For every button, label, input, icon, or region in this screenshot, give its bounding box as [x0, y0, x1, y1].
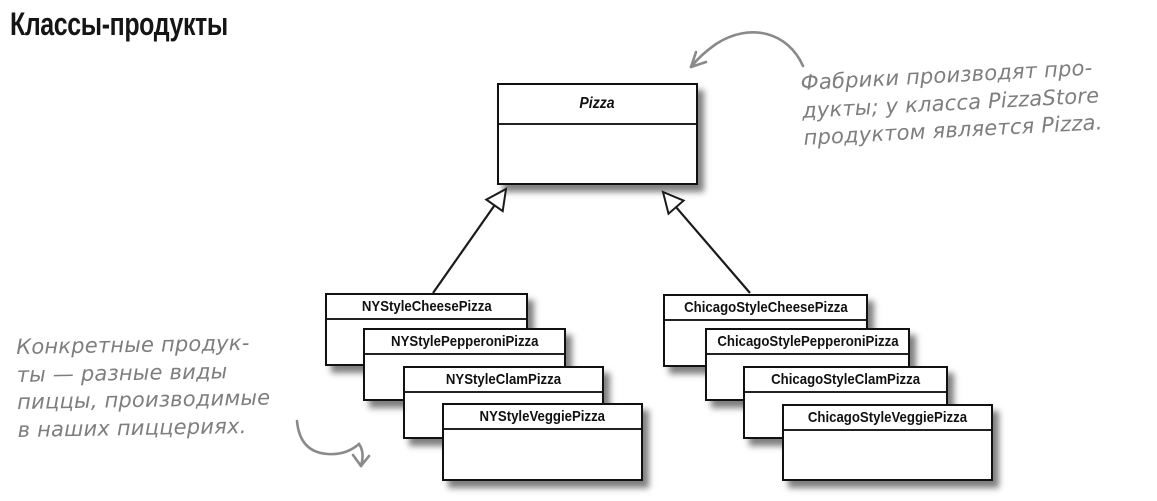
inheritance-line-right: [675, 206, 751, 294]
class-name-chicagostylecheesepizza: ChicagoStyleCheesePizza: [683, 299, 848, 316]
class-name-nystyleveggiepizza: NYStyleVeggiePizza: [479, 408, 606, 425]
page-title: Классы-продукты: [10, 6, 228, 42]
note-arrow-right-head-icon: [689, 50, 708, 69]
inheritance-arrowhead-left-icon: [484, 187, 508, 213]
class-box-pizza-body: [499, 125, 696, 183]
class-box-pizza: Pizza: [497, 83, 698, 185]
class-box-chicagostyleveggiepizza: ChicagoStyleVeggiePizza: [782, 404, 993, 481]
class-box-pizza-header: Pizza: [499, 85, 696, 125]
class-name-pizza: Pizza: [579, 95, 616, 112]
class-box-nystyleveggiepizza: NYStyleVeggiePizza: [442, 403, 643, 481]
inheritance-line-left: [432, 204, 496, 294]
class-name-nystyleclampizza: NYStyleClamPizza: [445, 371, 562, 388]
class-name-nystylepepperonipizza: NYStylePepperoniPizza: [390, 333, 539, 350]
class-name-chicagostyleclampizza: ChicagoStyleClamPizza: [771, 371, 920, 388]
class-name-chicagostylepepperonipizza: ChicagoStylePepperoniPizza: [716, 333, 899, 350]
annotation-concrete-products: Конкретные продук- ты — разные виды пицц…: [16, 330, 271, 443]
class-name-nystylecheesepizza: NYStyleCheesePizza: [361, 298, 492, 315]
note-arrow-left-head-icon: [351, 453, 371, 468]
class-name-chicagostyleveggiepizza: ChicagoStyleVeggiePizza: [807, 409, 968, 426]
inheritance-arrowhead-right-icon: [661, 190, 686, 216]
note-arrow-right-icon: [689, 31, 805, 69]
annotation-factories-produce-products: Фабрики производят про- дукты; у класса …: [800, 55, 1104, 151]
